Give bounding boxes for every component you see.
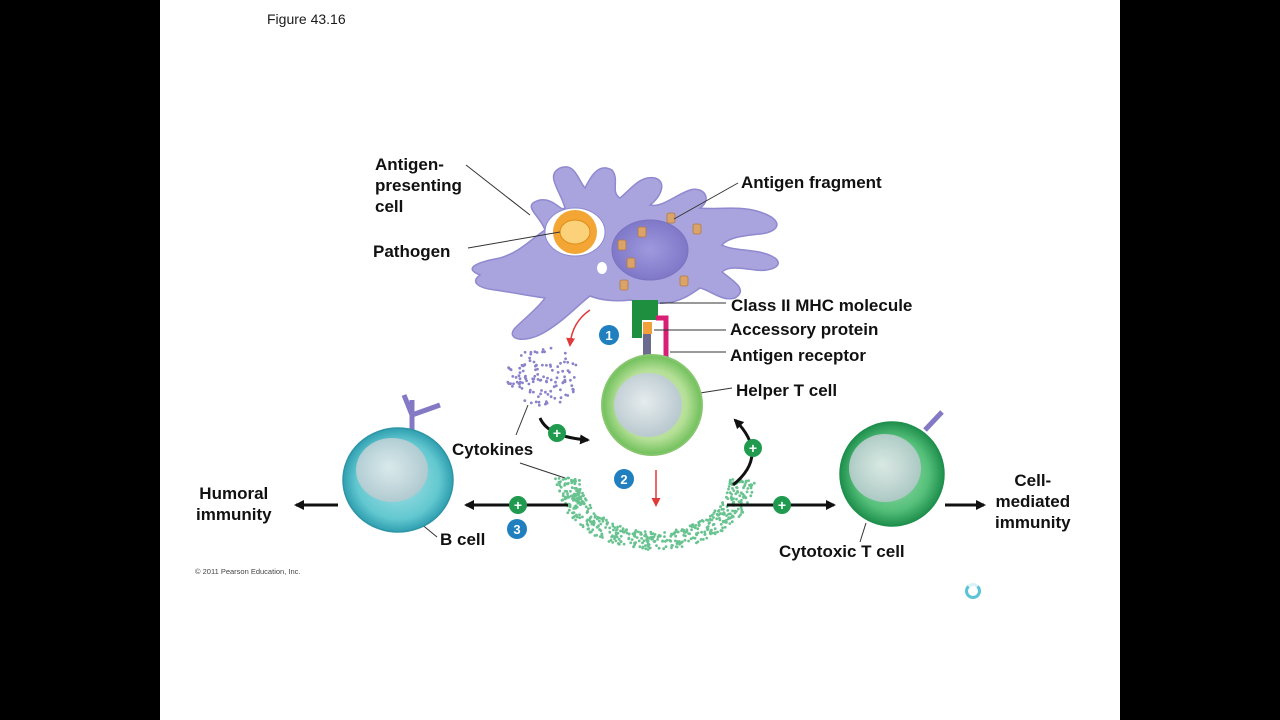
- svg-text:3: 3: [513, 522, 520, 537]
- cytokines-purple: [506, 346, 578, 407]
- cell-mediated-label-line-3: immunity: [995, 513, 1071, 532]
- slide: Figure 43.16: [160, 0, 1120, 720]
- immune-response-diagram: 1 2 3 + + + +: [294, 164, 986, 551]
- label-b-cell: B cell: [440, 530, 486, 549]
- label-antigen-presenting-cell: Antigen- presenting cell: [375, 154, 462, 217]
- plus-activation-1: +: [548, 424, 566, 442]
- svg-text:+: +: [553, 425, 561, 441]
- label-pathogen: Pathogen: [373, 242, 451, 261]
- humoral-label-line-2: immunity: [196, 505, 272, 524]
- cytotoxic-t-cell: [839, 410, 945, 527]
- apc-label-line-3: cell: [375, 197, 404, 216]
- label-humoral-immunity: Humoral immunity: [196, 483, 272, 525]
- plus-activation-4: +: [773, 496, 791, 514]
- apc-label-line-1: Antigen-: [375, 155, 444, 174]
- antigen-presenting-cell: [471, 166, 779, 340]
- copyright-notice: © 2011 Pearson Education, Inc.: [195, 567, 301, 576]
- antigen-fragments: [617, 212, 702, 291]
- svg-text:+: +: [778, 497, 786, 513]
- label-accessory-protein: Accessory protein: [730, 320, 879, 339]
- svg-text:+: +: [514, 497, 522, 513]
- helper-t-cell: [601, 354, 703, 456]
- mhc-receptor-complex: [632, 300, 669, 362]
- label-cytotoxic-t-cell: Cytotoxic T cell: [779, 542, 905, 561]
- label-helper-t-cell: Helper T cell: [736, 381, 838, 400]
- svg-text:2: 2: [620, 472, 627, 487]
- plus-activation-3: +: [509, 496, 527, 514]
- humoral-label-line-1: Humoral: [199, 484, 269, 503]
- b-cell: [342, 394, 454, 533]
- label-antigen-receptor: Antigen receptor: [730, 346, 867, 365]
- label-class2-mhc: Class II MHC molecule: [731, 296, 913, 315]
- plus-activation-2: +: [744, 439, 762, 457]
- svg-text:1: 1: [605, 328, 612, 343]
- loading-icon[interactable]: [965, 583, 981, 599]
- label-cytokines: Cytokines: [452, 440, 534, 459]
- svg-text:+: +: [749, 440, 757, 456]
- step-2: 2: [614, 469, 634, 489]
- apc-label-line-2: presenting: [375, 176, 462, 195]
- cell-mediated-label-line-1: Cell-: [1014, 471, 1052, 490]
- step-1: 1: [599, 325, 619, 345]
- cytokines-green: [554, 476, 756, 551]
- label-antigen-fragment: Antigen fragment: [741, 173, 882, 192]
- cell-mediated-label-line-2: mediated: [995, 492, 1071, 511]
- step-3: 3: [507, 519, 527, 539]
- label-cell-mediated-immunity: Cell- mediated immunity: [995, 470, 1071, 533]
- figure-title: Figure 43.16: [267, 11, 346, 27]
